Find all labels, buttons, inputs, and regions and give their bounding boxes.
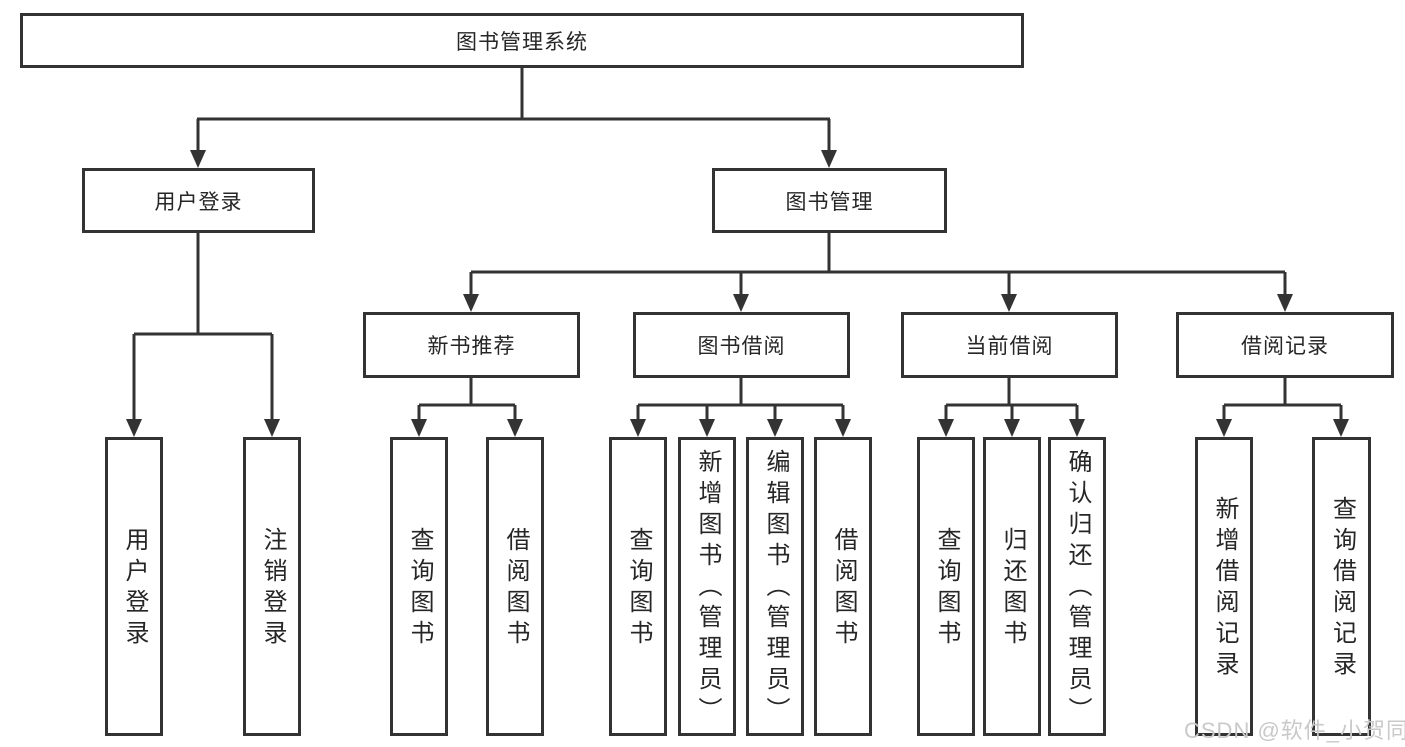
leaf-confirm-return-admin: 确认归还（管理员） bbox=[1048, 437, 1106, 736]
leaf-add-borrow-record: 新增借阅记录 bbox=[1195, 437, 1253, 736]
leaf-logout: 注销登录 bbox=[243, 437, 301, 736]
leaf-query-books-current: 查询图书 bbox=[917, 437, 975, 736]
leaf-borrow-books: 借阅图书 bbox=[814, 437, 872, 736]
leaf-query-books-borrow: 查询图书 bbox=[609, 437, 667, 736]
leaf-query-books-recommend: 查询图书 bbox=[390, 437, 448, 736]
node-borrowing-records: 借阅记录 bbox=[1176, 312, 1394, 378]
node-current-borrowing: 当前借阅 bbox=[901, 312, 1118, 378]
leaf-query-borrow-record: 查询借阅记录 bbox=[1312, 437, 1371, 736]
node-book-management: 图书管理 bbox=[712, 168, 947, 233]
csdn-watermark: CSDN @软件_小贺同学 bbox=[1184, 718, 1405, 743]
leaf-user-login: 用户登录 bbox=[105, 437, 163, 736]
leaf-edit-books-admin: 编辑图书（管理员） bbox=[746, 437, 804, 736]
node-new-book-recommendation: 新书推荐 bbox=[363, 312, 580, 378]
node-book-borrowing: 图书借阅 bbox=[633, 312, 850, 378]
leaf-return-books: 归还图书 bbox=[983, 437, 1041, 736]
node-library-management-system: 图书管理系统 bbox=[20, 13, 1024, 68]
leaf-borrow-books-recommend: 借阅图书 bbox=[486, 437, 544, 736]
leaf-add-books-admin: 新增图书（管理员） bbox=[678, 437, 736, 736]
node-user-login: 用户登录 bbox=[82, 168, 315, 233]
